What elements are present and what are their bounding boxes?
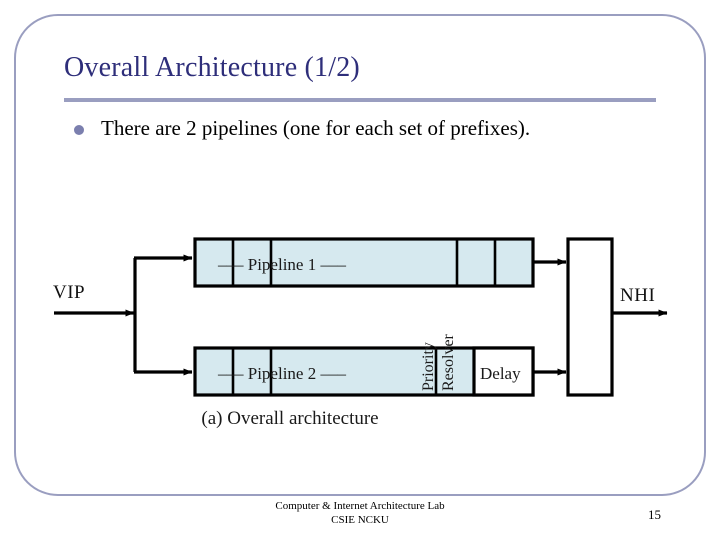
diagram-input-label: VIP [53,282,86,303]
priority-resolver-label-group: Priority Resolver [420,241,610,409]
diagram-svg [54,237,668,397]
slide-border [14,14,706,496]
pipeline-2-label: ––– Pipeline 2 ––– [218,364,346,383]
footer-line-1: Computer & Internet Architecture Lab [275,500,445,512]
slide-footer: Computer & Internet Architecture Lab CSI… [0,500,720,528]
pipeline-1-label: ––– Pipeline 1 ––– [218,255,346,274]
page-number: 15 [648,507,661,522]
delay-cell-label: Delay [480,364,521,383]
bullet-marker-icon [74,125,84,135]
bullet-list-item: There are 2 pipelines (one for each set … [74,115,674,141]
architecture-diagram: VIP NHI ––– Pipeline 1 ––– ––– Pipeline … [50,225,670,437]
priority-resolver-line-2: Resolver [440,334,457,391]
figure-caption: (a) Overall architecture [201,408,379,429]
bullet-item-label: There are 2 pipelines (one for each set … [101,116,531,140]
page-title: Overall Architecture (1/2) [64,52,360,83]
title-divider [64,98,656,102]
footer-line-2: CSIE NCKU [331,513,389,526]
diagram-output-label: NHI [620,285,656,306]
